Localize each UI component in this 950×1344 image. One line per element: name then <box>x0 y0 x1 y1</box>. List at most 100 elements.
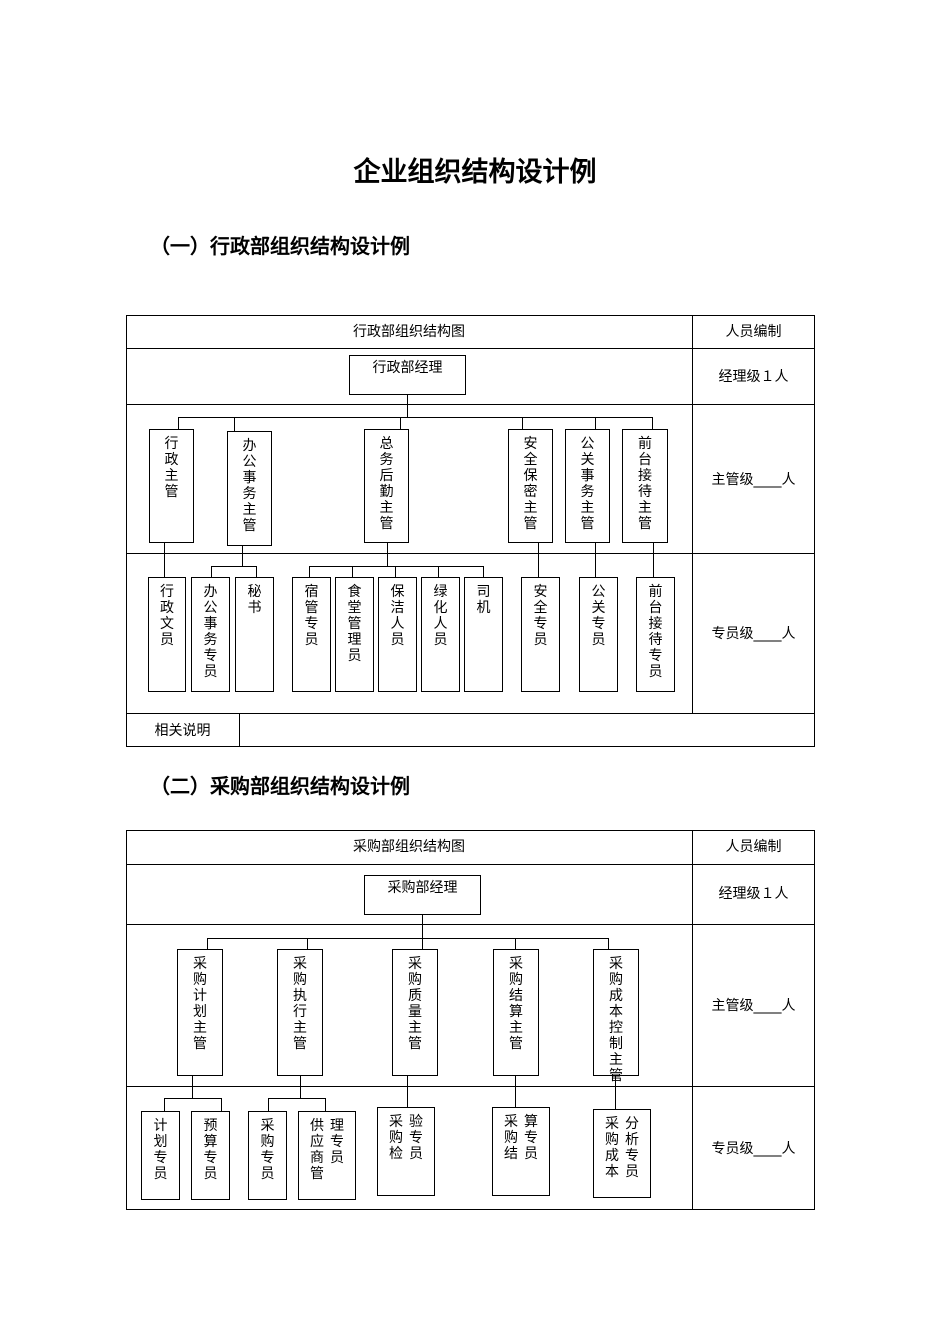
specialist-box: 预算专员 <box>191 1111 230 1200</box>
supervisor-box: 办公事务主管 <box>227 431 272 546</box>
supervisor-box: 公关事务主管 <box>565 429 610 543</box>
box-label-char: 政 <box>164 452 179 468</box>
box-label-char: 行 <box>164 436 179 452</box>
box-label-char: 成 <box>609 988 623 1004</box>
box-label-char: 员 <box>433 632 448 648</box>
level-manager-2: 经理级１人 <box>718 886 789 902</box>
box-label-column: 采购检 <box>389 1114 403 1162</box>
box-label-column: 理专员 <box>330 1118 344 1166</box>
box-label-char: 购 <box>408 972 422 988</box>
box-label-char: 管 <box>523 516 538 532</box>
box-label-char: 勤 <box>379 484 394 500</box>
box-label-char: 管 <box>609 1068 623 1084</box>
box-label-char: 员 <box>390 632 405 648</box>
box-label-char: 采 <box>408 956 422 972</box>
box-label-char: 控 <box>609 1020 623 1036</box>
box-label-char: 管 <box>580 516 595 532</box>
box-label-char: 员 <box>648 664 663 680</box>
box-label-char: 主 <box>609 1052 623 1068</box>
box-label-char: 专 <box>304 616 319 632</box>
supervisor-box: 采购计划主管 <box>177 949 223 1076</box>
box-label-char: 主 <box>193 1020 207 1036</box>
specialist-box: 前台接待专员 <box>636 577 675 692</box>
specialist-box: 计划专员 <box>141 1111 180 1200</box>
box-label-char: 员 <box>203 664 218 680</box>
supervisor-box: 采购成本控制主管 <box>593 949 639 1084</box>
box-label-char: 前 <box>638 436 652 452</box>
box-label-char: 专 <box>260 1150 275 1166</box>
level-supervisor-2: 主管级____人 <box>711 998 796 1014</box>
org-connectors-2 <box>164 914 616 1112</box>
box-label-char: 前 <box>648 584 663 600</box>
box-label-char: 务 <box>580 484 595 500</box>
box-label-char: 人 <box>390 616 405 632</box>
box-label-char: 购 <box>193 972 207 988</box>
box-label-char: 管 <box>242 518 257 534</box>
box-label-column: 采购结 <box>504 1114 518 1162</box>
box-label-char: 员 <box>304 632 319 648</box>
box-label-char: 接 <box>638 468 652 484</box>
box-label-char: 后 <box>379 468 394 484</box>
box-label-char: 关 <box>591 600 606 616</box>
section2-heading: （二）采购部组织结构设计例 <box>150 774 410 798</box>
supervisor-box: 采购结算主管 <box>493 949 539 1076</box>
box-label-char: 管 <box>293 1036 307 1052</box>
org-connectors-1 <box>164 394 654 578</box>
box-label-char: 管 <box>164 484 179 500</box>
box-label-char: 本 <box>609 1004 623 1020</box>
box-label-char: 质 <box>408 988 422 1004</box>
supervisor-box: 行政主管 <box>149 429 194 543</box>
box-label-char: 书 <box>247 600 262 616</box>
box-label-char: 化 <box>433 600 448 616</box>
box-label-char: 密 <box>523 484 538 500</box>
specialist-box: 采购检验专员 <box>377 1107 435 1196</box>
supervisor-box: 采购执行主管 <box>277 949 323 1076</box>
note-label: 相关说明 <box>154 723 211 739</box>
box-label-char: 划 <box>153 1134 168 1150</box>
supervisor-box: 总务后勤主管 <box>364 429 409 543</box>
specialist-box: 保洁人员 <box>378 577 417 692</box>
box-label-char: 管 <box>304 600 319 616</box>
box-label-column: 验专员 <box>409 1114 423 1162</box>
box-label-column: 算专员 <box>524 1114 538 1162</box>
specialist-box: 秘书 <box>235 577 274 692</box>
box-label-char: 管 <box>193 1036 207 1052</box>
box-label-char: 管 <box>379 516 394 532</box>
box-label-column: 供应商管 <box>310 1118 324 1182</box>
chart-header-2: 采购部组织结构图 <box>353 839 465 855</box>
box-label-char: 员 <box>203 1166 218 1182</box>
staffing-header-1: 人员编制 <box>725 324 782 340</box>
box-label-char: 专 <box>648 648 663 664</box>
box-label-char: 秘 <box>247 584 262 600</box>
box-label-char: 堂 <box>347 600 362 616</box>
specialist-box: 安全专员 <box>521 577 560 692</box>
box-label-char: 保 <box>390 584 405 600</box>
box-label-char: 员 <box>160 632 174 648</box>
box-label-char: 计 <box>193 988 207 1004</box>
box-label-char: 划 <box>193 1004 207 1020</box>
box-label-char: 政 <box>160 600 174 616</box>
box-label-char: 管 <box>509 1036 523 1052</box>
box-label-char: 采 <box>509 956 523 972</box>
box-label-column: 分析专员 <box>625 1116 639 1180</box>
specialist-box: 绿化人员 <box>421 577 460 692</box>
box-label-char: 执 <box>293 988 307 1004</box>
box-label-char: 司 <box>476 584 491 600</box>
level-specialist-2: 专员级____人 <box>711 1141 796 1157</box>
box-label-char: 员 <box>260 1166 275 1182</box>
box-label-char: 主 <box>242 502 257 518</box>
box-label-char: 总 <box>379 436 394 452</box>
box-label-char: 管 <box>347 616 362 632</box>
box-label-char: 绿 <box>433 584 448 600</box>
box-label-char: 台 <box>638 452 652 468</box>
section1-heading: （一）行政部组织结构设计例 <box>150 234 410 258</box>
box-label-column: 采购成本 <box>605 1116 619 1180</box>
box-label-char: 人 <box>433 616 448 632</box>
box-label-char: 事 <box>203 616 218 632</box>
box-label-char: 采 <box>293 956 307 972</box>
box-label-char: 公 <box>580 436 595 452</box>
supervisor-box: 采购质量主管 <box>392 949 438 1076</box>
box-label-char: 安 <box>523 436 538 452</box>
box-label-char: 专 <box>203 648 218 664</box>
